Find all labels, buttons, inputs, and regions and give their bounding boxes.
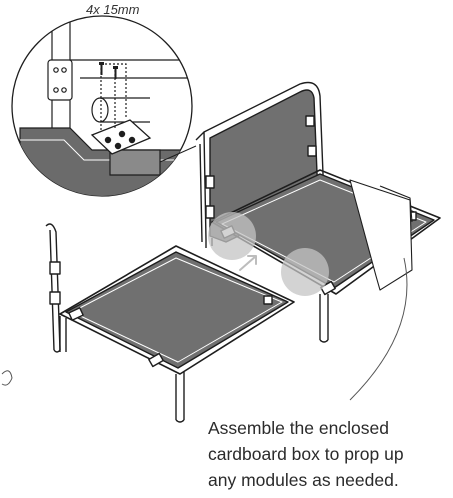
post-bracket [47,59,73,101]
detail-magnifier [11,15,197,197]
callout-line-1: Assemble the enclosed [208,418,389,438]
front-module [45,223,295,423]
callout-line-3: any modules as needed. [208,470,399,490]
front-module-seat [65,251,289,369]
cardboard-box [349,179,413,291]
edge-mark [1,370,13,386]
leg [175,372,185,420]
arrow-icon [239,255,257,271]
callout-leader [349,257,408,401]
back-module [195,81,441,343]
leg [319,294,329,340]
screw-icon [99,62,118,79]
alignment-highlights [208,212,329,296]
callout-text: Assemble the enclosed cardboard box to p… [208,415,453,493]
screw-size-label: 4x 15mm [86,2,140,17]
callout-line-2: cardboard box to prop up [208,444,404,464]
